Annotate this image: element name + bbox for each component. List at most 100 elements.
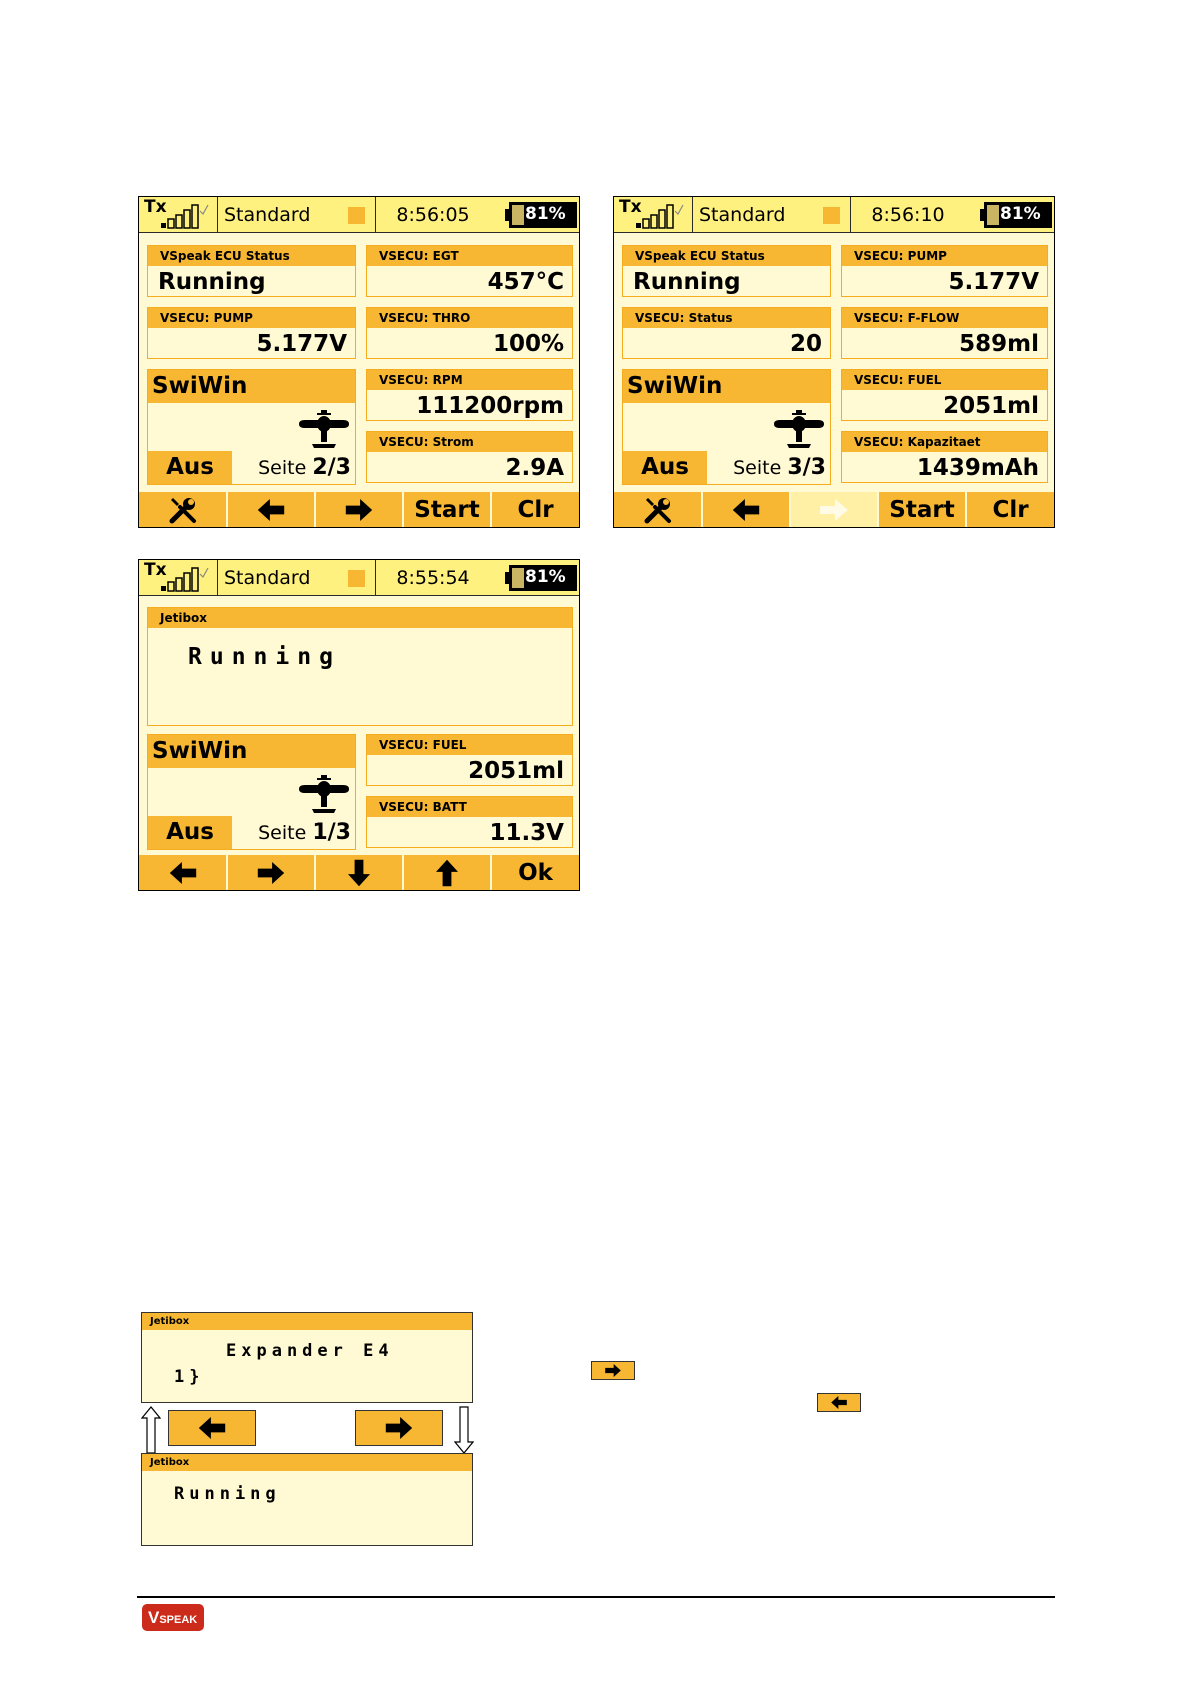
tx-label: Tx	[619, 197, 642, 217]
up-flow-arrow-icon	[141, 1406, 161, 1454]
swiwin-panel[interactable]: SwiWin Aus Seite 3/3	[622, 369, 831, 485]
function-bar: Start Clr	[139, 492, 579, 527]
vspeak-logo: VSPEAK	[142, 1604, 204, 1631]
tools-button[interactable]	[614, 492, 701, 527]
start-button[interactable]: Start	[403, 492, 490, 527]
model-name: Standard	[224, 567, 311, 589]
telemetry-tile[interactable]: VSECU: BATT 11.3V	[366, 796, 573, 848]
tx-label: Tx	[144, 560, 167, 580]
model-indicator	[348, 570, 365, 587]
tile-label: VSECU: F-FLOW	[842, 308, 1047, 328]
arrow-right-disabled-icon	[820, 498, 848, 521]
page-indicator: Seite 2/3	[258, 455, 351, 480]
model-name-field[interactable]: Standard	[694, 197, 851, 232]
tile-label: VSECU: BATT	[367, 797, 572, 817]
telemetry-tile[interactable]: VSECU: Status 20	[622, 307, 831, 359]
tile-label: VSECU: EGT	[367, 246, 572, 266]
tile-label: VSpeak ECU Status	[623, 246, 830, 266]
swiwin-panel[interactable]: SwiWin Aus Seite 2/3	[147, 369, 356, 485]
right-key-icon-button	[591, 1361, 635, 1380]
jetibox-line-2: 1}	[174, 1367, 205, 1387]
start-button[interactable]: Start	[878, 492, 965, 527]
left-button[interactable]	[139, 855, 226, 890]
tx-label: Tx	[144, 197, 167, 217]
jetibox-panel[interactable]: Jetibox Running	[147, 607, 573, 726]
status-bar: Tx Standard 8:55:54 81%	[139, 560, 579, 596]
tile-value: 5.177V	[256, 331, 347, 357]
telemetry-tile[interactable]: VSECU: EGT 457°C	[366, 245, 573, 297]
model-name: Standard	[224, 204, 311, 226]
down-button[interactable]	[315, 855, 402, 890]
right-nav-button[interactable]	[355, 1410, 443, 1446]
arrow-left-icon	[257, 499, 285, 521]
jetibox-bottom: Jetibox Running	[141, 1453, 473, 1546]
telemetry-tile[interactable]: VSECU: FUEL 2051ml	[841, 369, 1048, 421]
telemetry-tile[interactable]: VSECU: Strom 2.9A	[366, 431, 573, 483]
footer-divider	[137, 1596, 1055, 1598]
tile-label: VSECU: Kapazitaet	[842, 432, 1047, 452]
up-button[interactable]	[403, 855, 490, 890]
arrow-right-icon	[257, 862, 285, 884]
left-button[interactable]	[227, 492, 314, 527]
telemetry-tile[interactable]: VSECU: F-FLOW 589ml	[841, 307, 1048, 359]
telemetry-tile[interactable]: VSECU: THRO 100%	[366, 307, 573, 359]
clear-button[interactable]: Clr	[966, 492, 1054, 527]
jetibox-line-1: Expander E4	[226, 1341, 394, 1361]
battery-percent: 81%	[525, 567, 566, 587]
jetibox-label: Jetibox	[142, 1454, 472, 1471]
transmitter-screen-3: Tx Standard 8:55:54 81% Jetibox Running …	[138, 559, 580, 891]
tools-icon	[643, 495, 673, 525]
left-nav-button[interactable]	[168, 1410, 256, 1446]
model-name: Standard	[699, 204, 786, 226]
tile-label: VSECU: FUEL	[367, 735, 572, 755]
tools-button[interactable]	[139, 492, 226, 527]
swiwin-title: SwiWin	[623, 370, 830, 403]
swiwin-state: Aus	[623, 451, 707, 484]
left-button[interactable]	[702, 492, 789, 527]
airplane-icon	[299, 410, 349, 450]
down-flow-arrow-icon	[454, 1406, 474, 1454]
page-indicator: Seite 1/3	[258, 820, 351, 845]
battery-indicator: 81%	[505, 565, 577, 591]
clock: 8:56:10	[871, 204, 945, 226]
signal-bars-icon	[161, 203, 211, 229]
arrow-up-icon	[436, 859, 458, 887]
telemetry-tile[interactable]: VSpeak ECU Status Running	[147, 245, 356, 297]
swiwin-panel[interactable]: SwiWin Aus Seite 1/3	[147, 734, 356, 850]
telemetry-tile[interactable]: VSECU: FUEL 2051ml	[366, 734, 573, 786]
model-name-field[interactable]: Standard	[219, 560, 376, 595]
page-indicator: Seite 3/3	[733, 455, 826, 480]
swiwin-state: Aus	[148, 816, 232, 849]
function-bar: Ok	[139, 855, 579, 890]
transmitter-screen-2: Tx Standard 8:56:10 81% VSpeak ECU Statu…	[613, 196, 1055, 528]
telemetry-tile[interactable]: VSECU: PUMP 5.177V	[841, 245, 1048, 297]
arrow-right-icon	[345, 499, 373, 521]
tile-value: 5.177V	[948, 269, 1039, 295]
arrow-left-icon	[732, 499, 760, 521]
telemetry-tile[interactable]: VSECU: RPM 111200rpm	[366, 369, 573, 421]
tile-label: VSECU: Strom	[367, 432, 572, 452]
right-button[interactable]	[315, 492, 402, 527]
tile-value: 2051ml	[943, 393, 1039, 419]
tile-value: 20	[789, 331, 822, 357]
tile-value: 589ml	[959, 331, 1039, 357]
telemetry-tile[interactable]: VSECU: PUMP 5.177V	[147, 307, 356, 359]
model-name-field[interactable]: Standard	[219, 197, 376, 232]
tools-icon	[168, 495, 198, 525]
tile-label: VSECU: PUMP	[842, 246, 1047, 266]
page-number: 2/3	[312, 455, 351, 480]
tile-label: VSpeak ECU Status	[148, 246, 355, 266]
arrow-right-icon	[385, 1417, 413, 1439]
swiwin-title: SwiWin	[148, 370, 355, 403]
status-bar: Tx Standard 8:56:10 81%	[614, 197, 1054, 233]
transmitter-screen-1: Tx Standard 8:56:05 81% VSpeak ECU Statu…	[138, 196, 580, 528]
right-button[interactable]	[227, 855, 314, 890]
arrow-left-icon	[831, 1396, 847, 1409]
model-indicator	[348, 207, 365, 224]
ok-button[interactable]: Ok	[491, 855, 579, 890]
tx-signal: Tx	[614, 197, 693, 232]
arrow-right-icon	[605, 1364, 621, 1377]
telemetry-tile[interactable]: VSpeak ECU Status Running	[622, 245, 831, 297]
telemetry-tile[interactable]: VSECU: Kapazitaet 1439mAh	[841, 431, 1048, 483]
clear-button[interactable]: Clr	[491, 492, 579, 527]
